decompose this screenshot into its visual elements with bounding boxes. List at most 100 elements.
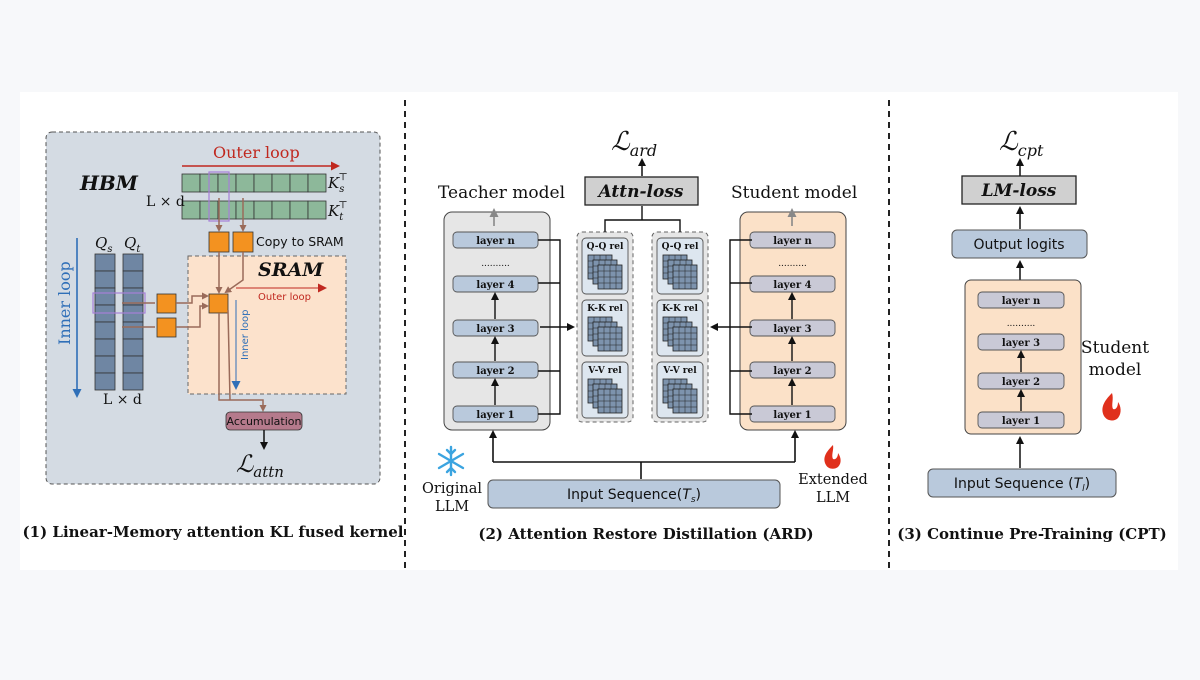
cpt-input-sequence-box <box>927 468 1117 498</box>
copy-block-1 <box>208 231 230 253</box>
q-block-2 <box>156 317 177 338</box>
k-t-matrix <box>181 200 327 220</box>
layer-box <box>977 411 1065 429</box>
cpt-input-sequence-label: Input Sequence (Tl) <box>954 476 1090 494</box>
caption-panel-3: (3) Continue Pre-Training (CPT) <box>897 525 1167 543</box>
lm-loss-label: LM-loss <box>981 181 1057 201</box>
matrix-cell <box>122 270 144 289</box>
caption-panel-1: (1) Linear-Memory attention KL fused ker… <box>23 523 404 541</box>
student-model-label: Student model <box>731 183 857 203</box>
rel-label: V-V rel <box>587 366 622 376</box>
teacher-layer-connectors <box>538 239 575 415</box>
layer-label: layer 3 <box>476 324 514 335</box>
loss-attn: ℒattn <box>236 450 284 481</box>
extended-label: Extended <box>798 472 868 488</box>
caption-panel-2: (2) Attention Restore Distillation (ARD) <box>478 525 813 543</box>
matrix-cell <box>122 253 144 272</box>
data-flow-lines <box>122 198 267 412</box>
q-matrices <box>92 253 146 391</box>
q-s-label: Qs <box>95 234 112 255</box>
loss-cpt: ℒcpt <box>999 127 1044 160</box>
original-llm-label: LLM <box>435 499 469 515</box>
matrix-cell <box>94 253 116 272</box>
matrix-cell <box>94 338 116 357</box>
layer-label: layer 2 <box>476 366 514 377</box>
matrix-cell <box>217 200 237 220</box>
rel-label: V-V rel <box>662 366 697 376</box>
inner-loop-label: Inner loop <box>55 261 74 345</box>
sram-region <box>187 255 347 395</box>
q-t-label: Qt <box>124 234 141 255</box>
extended-llm-label: LLM <box>816 490 850 506</box>
attn-loss-label: Attn-loss <box>597 182 684 202</box>
layer-box <box>977 291 1065 309</box>
matrix-cell <box>217 173 237 193</box>
student-layer-connectors <box>710 239 752 415</box>
matrix-cell <box>94 321 116 340</box>
compute-block <box>208 293 229 314</box>
matrix-cell <box>235 173 255 193</box>
sram-outer-loop-label: Outer loop <box>258 292 311 303</box>
panel-cpt: ℒcpt LM-loss Output logits layer n......… <box>897 127 1167 543</box>
matrix-cell <box>122 321 144 340</box>
k-matrices <box>181 171 327 222</box>
matrix-cell <box>122 338 144 357</box>
rel-label: Q-Q rel <box>587 242 624 252</box>
layer-label: layer 2 <box>773 366 811 377</box>
input-sequence-box <box>487 479 781 509</box>
sram-label: SRAM <box>258 259 324 281</box>
matrix-cell <box>253 173 273 193</box>
output-logits-box <box>951 229 1088 259</box>
teacher-model-label: Teacher model <box>438 183 565 203</box>
accumulation-label: Accumulation <box>227 415 302 428</box>
output-logits-label: Output logits <box>973 237 1064 253</box>
loss-ard: ℒard <box>611 127 657 160</box>
copy-block-2 <box>232 231 254 253</box>
input-to-models-arrows <box>489 430 799 479</box>
snowflake-icon <box>437 445 465 477</box>
rel-label: K-K rel <box>587 304 623 314</box>
matrix-cell <box>253 200 273 220</box>
matrix-cell <box>289 173 309 193</box>
layer-label: layer 3 <box>773 324 811 335</box>
layer-label: layer 1 <box>773 410 811 421</box>
original-label: Original <box>422 481 482 497</box>
sram-inner-loop-label: Inner loop <box>240 310 251 360</box>
fire-icon <box>1102 393 1121 421</box>
matrix-cell <box>94 372 116 391</box>
hbm-label: HBM <box>79 171 139 195</box>
layer-label: layer n <box>1002 296 1041 307</box>
student-label: Student <box>1081 338 1149 358</box>
matrix-cell <box>271 173 291 193</box>
attn-loss-box <box>584 176 699 206</box>
layer-label: layer 4 <box>773 280 811 291</box>
matrix-cell <box>307 173 327 193</box>
matrix-cell <box>94 355 116 374</box>
matrix-cell <box>235 200 255 220</box>
model-label: model <box>1089 360 1142 380</box>
fire-icon <box>824 445 841 469</box>
layer-label: layer 3 <box>1002 338 1040 349</box>
matrix-cell <box>307 200 327 220</box>
matrix-cell <box>94 270 116 289</box>
matrix-cell <box>122 355 144 374</box>
panel-linear-memory-kernel: HBM Outer loop L × d Ks⊤ Kt⊤ Copy to SRA… <box>23 131 404 541</box>
layer-label: layer 1 <box>476 410 514 421</box>
l-times-d-top: L × d <box>146 194 185 210</box>
rel-label: Q-Q rel <box>662 242 699 252</box>
layer-label: layer n <box>773 236 812 247</box>
k-t-label: Kt⊤ <box>327 200 348 223</box>
matrix-cell <box>122 372 144 391</box>
layer-ellipsis: .......... <box>1007 319 1036 329</box>
matrix-cell <box>271 200 291 220</box>
layer-label: layer n <box>476 236 515 247</box>
matrix-cell <box>289 200 309 220</box>
rel-label: K-K rel <box>662 304 698 314</box>
k-s-matrix <box>181 173 327 193</box>
layer-label: layer 1 <box>1002 416 1040 427</box>
